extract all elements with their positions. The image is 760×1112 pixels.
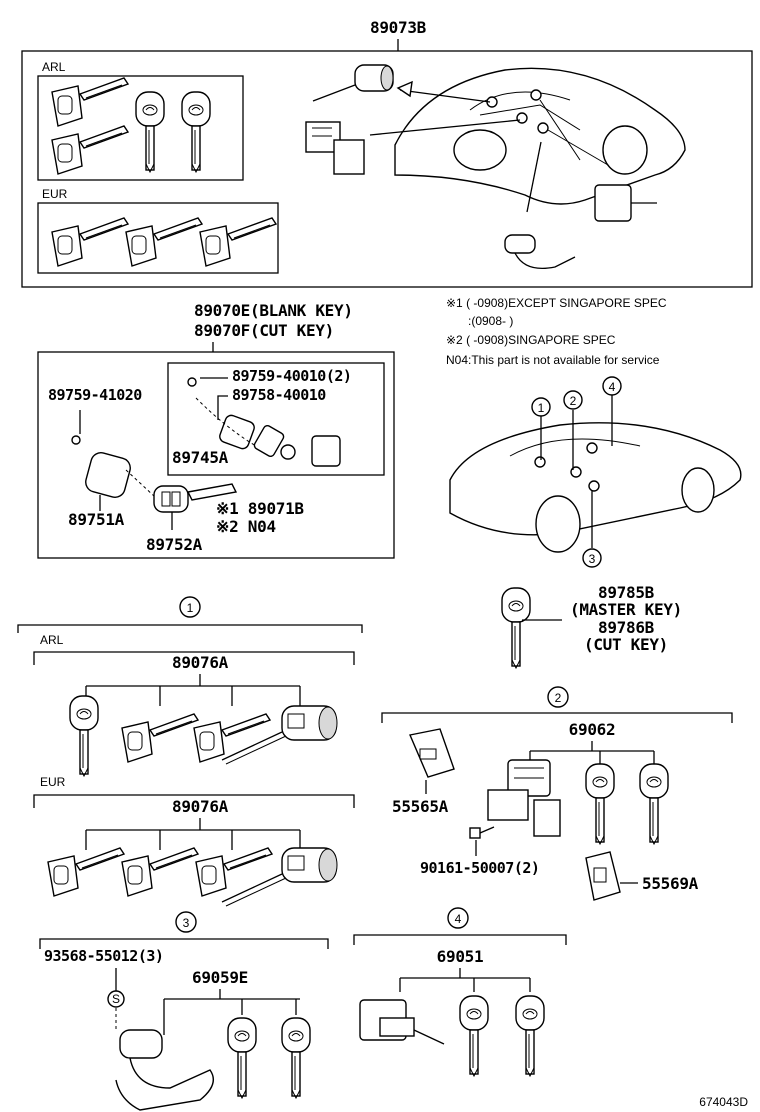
key-set-inner-box [167,362,385,476]
top-arl-label: ARL [42,60,66,74]
key-set-box [37,351,395,559]
key-set-blank-part: 89070E(BLANK KEY) [194,301,353,320]
section-1-arl-label: ARL [40,633,64,647]
key-set-cut-part: 89070F(CUT KEY) [194,321,334,340]
svg-text:2: 2 [570,394,577,408]
car-illustration-mid [449,392,742,553]
fob-key-icon [181,91,211,173]
top-assembly-part: 89073B [370,18,427,37]
section-2-part: 69062 [569,720,616,739]
cover-part: 89751A [68,510,125,529]
screw-left-part: 89759-41020 [48,386,142,404]
fob-key-icon [459,995,489,1077]
note-1b: :(0908- ) [468,314,513,328]
switch-cover-icon [585,851,621,901]
key-icon [121,713,199,763]
ref2-part: ※2 N04 [216,517,276,536]
section-1-eur-part: 89076A [172,797,229,816]
master-key-part: 89785B [598,583,655,602]
key-icon [195,847,273,897]
top-arl-box [37,75,244,181]
case-part: 89758-40010 [232,386,326,404]
master-key-label: (MASTER KEY) [570,600,682,619]
top-eur-label: EUR [42,187,68,201]
note-1: ※1 ( -0908)EXCEPT SINGAPORE SPEC [446,296,667,310]
fob-key-icon [227,1017,257,1099]
cut-key-label: (CUT KEY) [584,635,668,654]
section-2-badge: 2 [547,686,569,708]
section-1-badge: 1 [179,596,201,618]
lock-cylinder-icon [221,705,338,765]
key-icon [51,77,129,127]
note-3: N04:This part is not available for servi… [446,353,660,367]
cut-key-part: 89786B [598,618,655,637]
callout-1-badge: 1 [531,397,551,417]
ignition-switch-icon [305,121,365,175]
fob-key-icon [69,695,99,777]
section-4-part: 69051 [437,947,484,966]
key-icon [125,217,203,267]
svg-text:3: 3 [589,552,596,566]
key-body-icon [153,483,238,513]
pin-part: 93568-55012(3) [44,947,163,965]
fob-key-icon [585,763,615,845]
key-icon [47,847,125,897]
fob-key-icon [639,763,669,845]
svg-text:3: 3 [183,916,190,930]
callout-2-badge: 2 [563,390,583,410]
top-eur-box [37,202,279,274]
section-1-eur-label: EUR [40,775,66,789]
key-icon [121,847,199,897]
svg-text:2: 2 [555,691,562,705]
svg-text:4: 4 [609,380,616,394]
lock-cylinder-icon [221,847,338,907]
fob-key-icon [281,1017,311,1099]
service-pin-badge: S [107,990,125,1008]
master-key-icon [501,587,531,669]
ref1-part: ※1 89071B [216,499,304,518]
svg-text:1: 1 [538,401,545,415]
callout-3-badge: 3 [582,548,602,568]
svg-text:1: 1 [187,601,194,615]
fob-key-icon [135,91,165,173]
ignition-switch-icon [487,759,561,837]
svg-text:4: 4 [455,912,462,926]
section-3-badge: 3 [175,911,197,933]
section-4-badge: 4 [447,907,469,929]
svg-text:S: S [112,992,120,1006]
bolt-part: 90161-50007(2) [420,859,539,877]
glovebox-lock-icon [359,999,445,1045]
note-2: ※2 ( -0908)SINGAPORE SPEC [446,333,616,347]
bolt-icon [469,826,495,839]
key-icon [51,217,129,267]
top-assembly-box [21,50,753,288]
key-icon [199,217,277,267]
callout-4-badge: 4 [602,376,622,396]
fob-key-icon [515,995,545,1077]
screw-right-part: 89759-40010(2) [232,367,351,385]
switch-cover-part: 55569A [642,874,699,893]
section-3-part: 69059E [192,968,248,987]
bracket-part: 55565A [392,797,449,816]
battery-part: 89745A [172,448,229,467]
figure-id: 674043D [699,1095,748,1109]
car-illustration-top [369,67,686,213]
bracket-icon [409,728,455,778]
trunk-lock-icon [115,1029,214,1111]
trunk-lock-icon [504,234,576,270]
glovebox-lock-icon [594,184,657,222]
body-part: 89752A [146,535,203,554]
key-icon [51,125,129,175]
section-1-arl-part: 89076A [172,653,229,672]
door-lock-cylinder-icon [312,64,394,102]
